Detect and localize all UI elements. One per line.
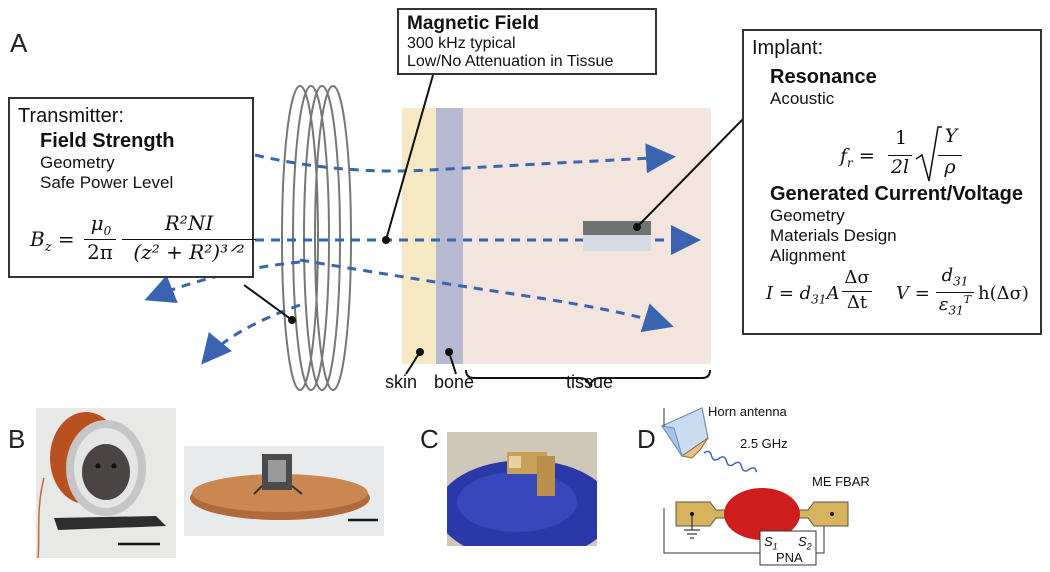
panel-b-label: B	[8, 424, 26, 454]
pna-label: PNA	[776, 550, 803, 565]
panel-b-photo-mouse	[36, 408, 176, 558]
field-line-upper	[254, 143, 676, 174]
field-line-lower-right	[299, 258, 674, 333]
resonance-sub: Acoustic	[770, 89, 835, 108]
transmitter-box: Transmitter: Field Strength Geometry Saf…	[8, 97, 256, 278]
field-line-lower-left-2	[201, 303, 301, 365]
bone-layer	[436, 108, 463, 364]
implant-box: Implant: Resonance Acoustic fr = 1 2l Y …	[742, 29, 1042, 335]
mouse	[82, 444, 130, 500]
transmitter-heading: Field Strength	[40, 130, 175, 152]
panel-a-schematic	[144, 74, 746, 391]
panel-c-photo	[447, 432, 597, 546]
resonance-formula: fr = 1 2l Y ρ	[840, 125, 980, 187]
magnetic-field-box: Magnetic Field 300 kHz typical Low/No At…	[397, 8, 657, 75]
panel-d-schematic	[660, 407, 849, 566]
panel-c-label: C	[420, 424, 439, 454]
transmitter-coil	[281, 85, 352, 391]
generated-line-3: Alignment	[770, 246, 846, 265]
wave-icon	[703, 450, 758, 473]
generated-heading: Generated Current/Voltage	[770, 183, 1024, 205]
me-fbar-label: ME FBAR	[812, 474, 870, 489]
voltage-formula: V = d31 ε31T h(Δσ)	[896, 265, 1029, 318]
horn-antenna-label: Horn antenna	[708, 404, 787, 419]
magnetic-line-2: Low/No Attenuation in Tissue	[407, 53, 614, 70]
frequency-label: 2.5 GHz	[740, 436, 788, 451]
skin-label: skin	[385, 372, 418, 392]
ground-icon	[684, 514, 700, 539]
tissue-label: tissue	[566, 372, 614, 392]
magnetic-leader	[385, 74, 434, 241]
magnetic-field-lines	[144, 143, 701, 365]
me-fbar	[724, 488, 800, 540]
generated-line-2: Materials Design	[770, 226, 897, 245]
magnetic-line-1: 300 kHz typical	[407, 35, 516, 52]
generated-line-1: Geometry	[770, 206, 845, 225]
resonance-heading: Resonance	[770, 66, 877, 88]
panel-a-label: A	[10, 28, 28, 58]
horn-antenna-icon	[660, 407, 709, 459]
transmitter-title: Transmitter:	[18, 105, 124, 127]
panel-b-photo-coin	[184, 446, 384, 536]
skin-leader	[405, 351, 421, 375]
panel-d-label: D	[637, 424, 656, 454]
field-line-lower-left-1	[144, 260, 301, 304]
s2-label: S2	[798, 534, 812, 552]
bone-label: bone	[434, 372, 475, 392]
transmitter-line-1: Geometry	[40, 153, 115, 172]
current-formula: I = d31A Δσ Δt	[766, 267, 886, 323]
probe-dots	[690, 512, 834, 516]
implant-title: Implant:	[752, 37, 824, 59]
s1-label: S1	[764, 534, 778, 552]
implant-leader	[636, 116, 746, 228]
transmitter-leader	[243, 284, 293, 321]
pna-box	[759, 530, 817, 566]
skin-layer	[402, 108, 436, 364]
magnetic-heading: Magnetic Field	[407, 13, 539, 34]
implant-bottom	[583, 235, 651, 251]
transmitter-line-2: Safe Power Level	[40, 173, 174, 192]
field-strength-formula: Bz = μ0 2π R²NI (z² + R²)³ᐟ²	[30, 211, 256, 267]
tissue-brace	[465, 369, 711, 387]
